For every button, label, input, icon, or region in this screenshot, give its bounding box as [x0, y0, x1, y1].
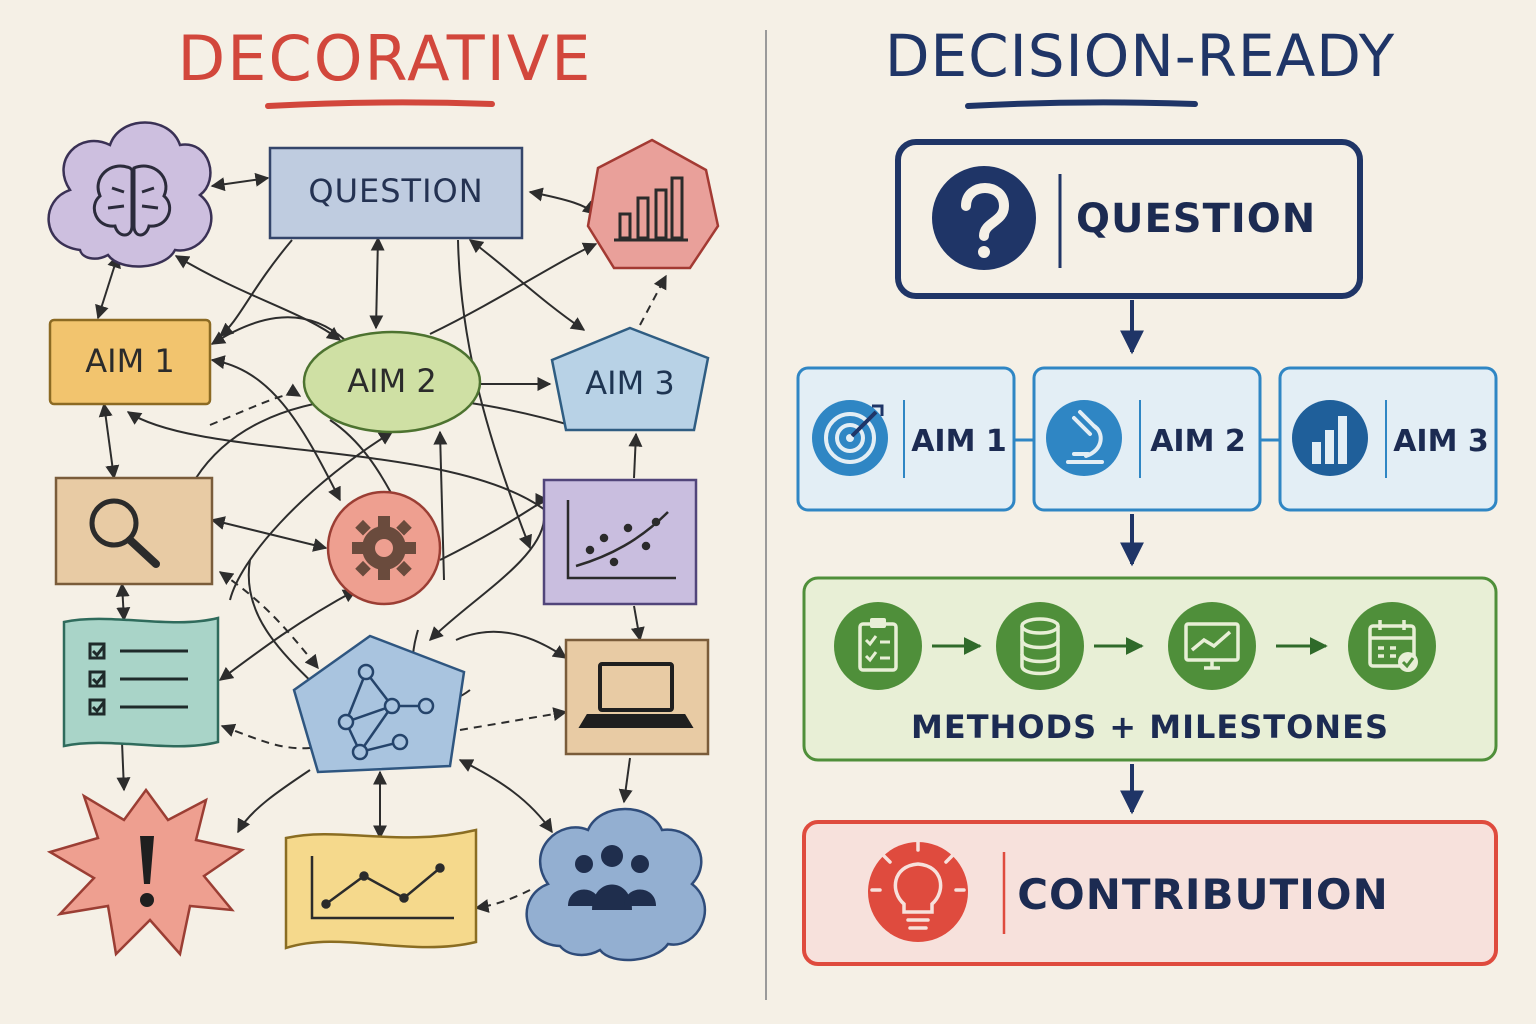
laptop-icon: [578, 662, 694, 728]
chart-heptagon-node: [586, 138, 720, 270]
team-icon: [568, 845, 656, 910]
contribution-box: [802, 820, 1498, 966]
aim3-label-left: AIM 3: [585, 364, 675, 402]
network-icon: [337, 663, 435, 761]
question-label-left: QUESTION: [308, 172, 484, 210]
aim3-node-left: [550, 326, 710, 432]
right-title-underline: [965, 99, 1198, 109]
aim2-label-left: AIM 2: [347, 362, 437, 400]
aim1-node-left: [48, 318, 212, 406]
aim2-node-left: [302, 330, 482, 434]
line-chart-icon: [310, 856, 454, 920]
network-node: [292, 634, 466, 774]
question-mark-icon: [961, 183, 1010, 258]
checklist-node: [62, 616, 220, 748]
left-title-underline: [265, 99, 495, 109]
alert-starburst-node: [46, 787, 246, 957]
left-title: DECORATIVE: [177, 22, 593, 95]
magnifier-node: [54, 476, 214, 586]
brain-icon: [92, 164, 172, 237]
monitor-chart-icon: [1168, 602, 1256, 690]
lightbulb-icon: [868, 840, 968, 942]
aim2-label-right: AIM 2: [1150, 424, 1246, 459]
question-label-right: QUESTION: [1076, 196, 1317, 242]
aim1-label-right: AIM 1: [911, 424, 1007, 459]
bar-chart-icon: [614, 176, 688, 242]
aim3-label-right: AIM 3: [1393, 424, 1489, 459]
clipboard-icon: [834, 602, 922, 690]
scatter-node: [542, 478, 698, 606]
bar-chart-icon-right: [1292, 400, 1368, 476]
line-chart-flag-node: [284, 828, 478, 950]
methods-box: [802, 576, 1498, 762]
gear-node: [326, 490, 442, 606]
aims-row: [796, 366, 1498, 512]
exclamation-icon: [140, 836, 154, 907]
aim1-label-left: AIM 1: [85, 342, 175, 380]
target-icon: [812, 400, 888, 476]
database-icon: [996, 602, 1084, 690]
scatter-plot-icon: [566, 500, 676, 580]
laptop-node: [564, 638, 710, 756]
calendar-check-icon: [1348, 602, 1436, 690]
team-cloud-node: [525, 807, 706, 962]
methods-steps: [834, 602, 1436, 690]
brain-cloud-node: [47, 121, 213, 268]
contribution-label: CONTRIBUTION: [1017, 870, 1389, 919]
right-title: DECISION-READY: [884, 22, 1396, 90]
magnifier-icon: [89, 498, 160, 568]
methods-label: METHODS + MILESTONES: [911, 708, 1389, 746]
checklist-icon: [88, 642, 188, 716]
microscope-icon: [1046, 400, 1122, 476]
question-icon-circle: [932, 166, 1036, 270]
question-node-left: [268, 146, 524, 240]
gear-icon: [352, 516, 416, 580]
